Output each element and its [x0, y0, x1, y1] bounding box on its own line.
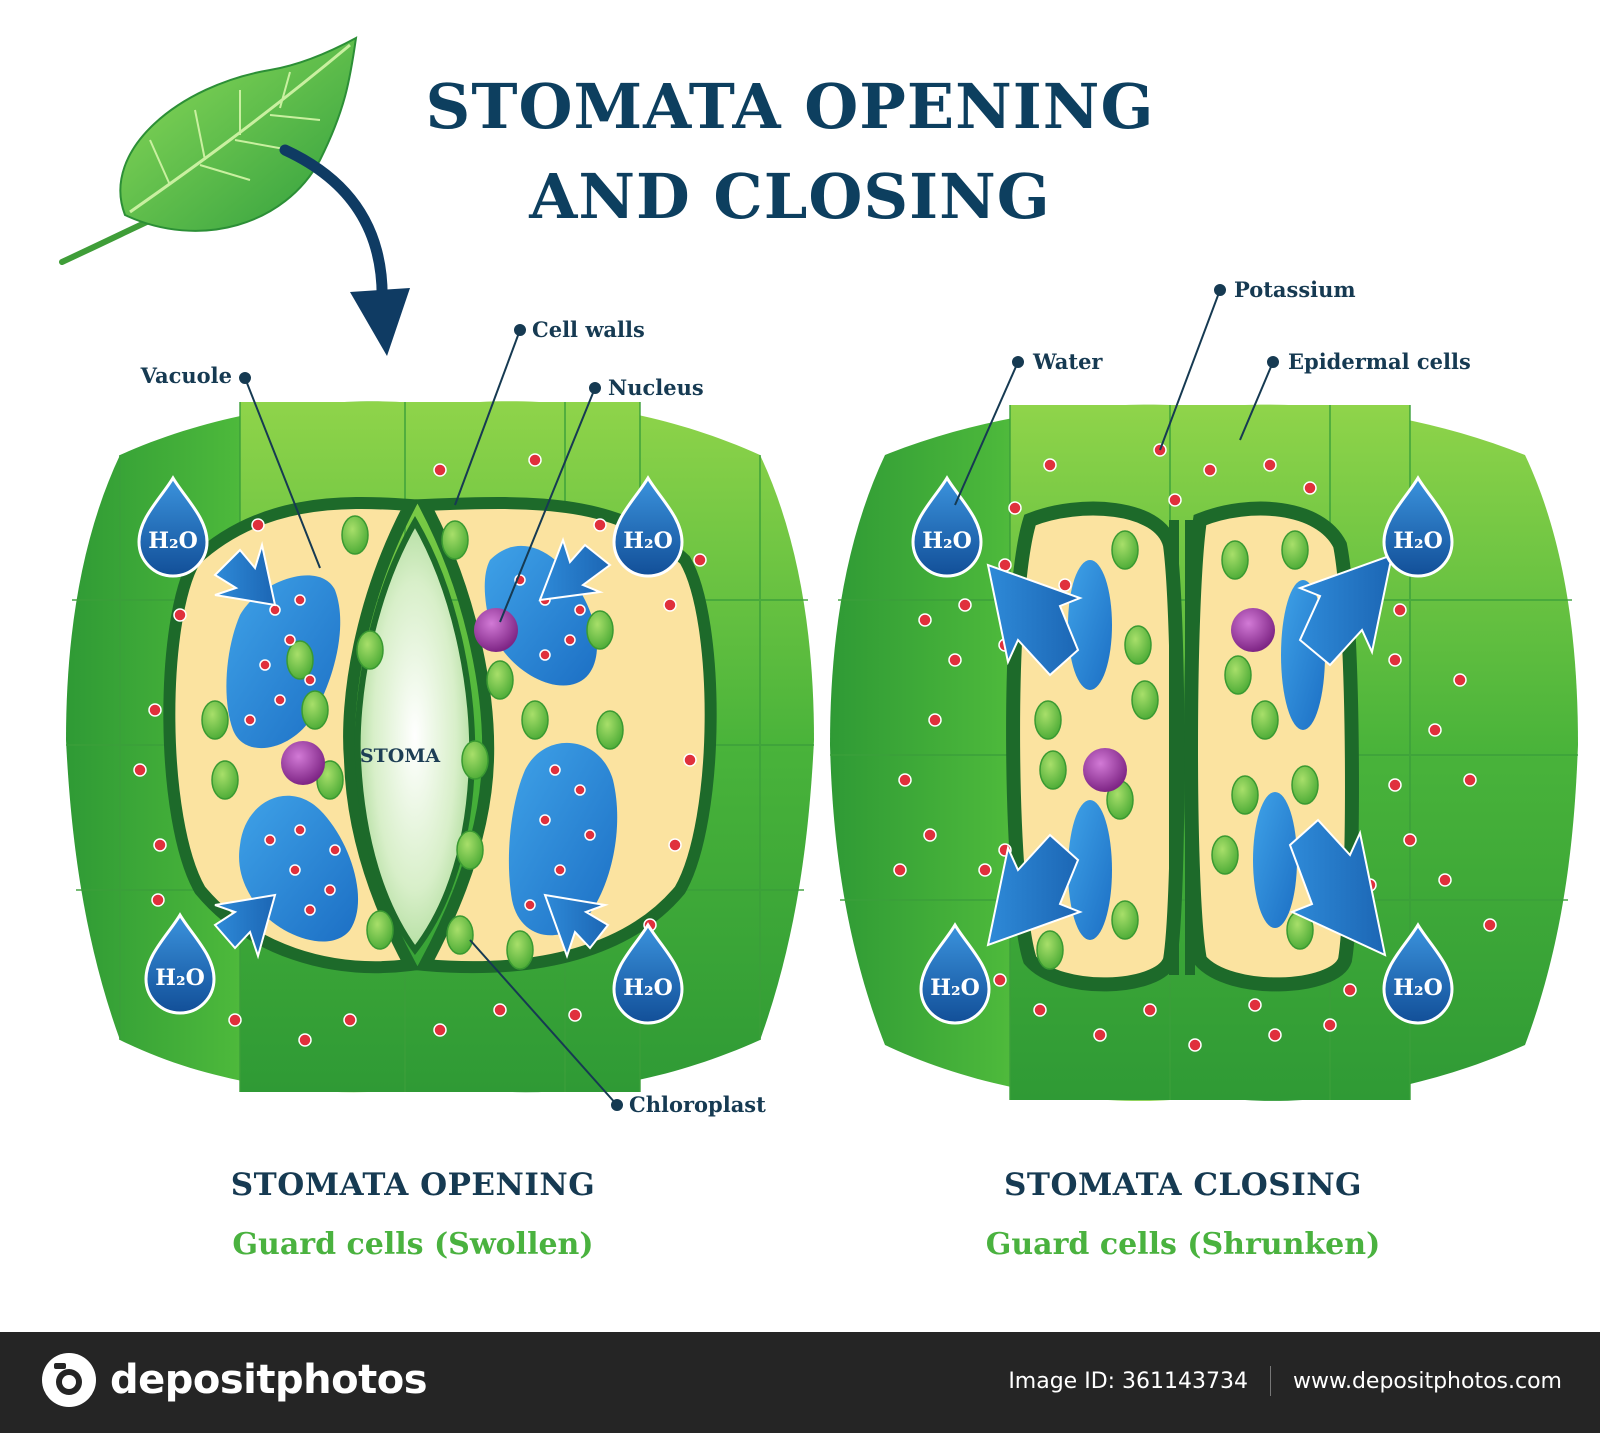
subcaption-opening: Guard cells (Swollen)	[232, 1227, 593, 1262]
callouts-left	[239, 324, 623, 1111]
watermark-footer: depositphotos Image ID: 361143734 www.de…	[0, 1332, 1600, 1433]
potassium-dots-left	[133, 453, 707, 1047]
water-inflow-arrows	[213, 536, 612, 960]
nucleus-right-guard	[474, 608, 518, 652]
camera-icon	[42, 1353, 96, 1407]
water-drop-icon: H₂O	[144, 913, 216, 1015]
title-line-2: AND CLOSING	[528, 160, 1050, 233]
footer-divider	[1270, 1366, 1272, 1396]
h2o-label: H₂O	[1393, 528, 1443, 554]
title-line-1: STOMATA OPENING	[426, 70, 1155, 143]
footer-info: Image ID: 361143734 www.depositphotos.co…	[1008, 1366, 1562, 1396]
stomata-opening-panel: H₂O H₂O H₂O H₂O STOMA	[66, 401, 814, 1093]
nucleus-right-panel-b	[1083, 748, 1127, 792]
brand-logo[interactable]: depositphotos	[40, 1350, 428, 1410]
label-chloroplast: Chloroplast	[629, 1092, 766, 1117]
h2o-label: H₂O	[155, 965, 205, 991]
image-id: Image ID: 361143734	[1008, 1368, 1249, 1394]
water-drop-icon: H₂O	[137, 476, 209, 578]
subcaption-closing: Guard cells (Shrunken)	[986, 1227, 1381, 1262]
water-drop-icon: H₂O	[919, 923, 991, 1025]
vacuoles-right	[1068, 560, 1325, 940]
stoma-pore	[354, 515, 476, 955]
water-drop-icon: H₂O	[1382, 923, 1454, 1025]
stoma-label: STOMA	[360, 745, 440, 767]
water-drop-icon: H₂O	[911, 476, 983, 578]
website-link[interactable]: www.depositphotos.com	[1293, 1368, 1562, 1394]
caption-opening: STOMATA OPENING	[231, 1167, 595, 1203]
caption-closing: STOMATA CLOSING	[1004, 1167, 1362, 1203]
h2o-label: H₂O	[922, 528, 972, 554]
nucleus-left-guard	[281, 741, 325, 785]
label-nucleus: Nucleus	[608, 375, 704, 400]
h2o-label: H₂O	[148, 528, 198, 554]
label-water: Water	[1032, 349, 1103, 374]
label-cell-walls: Cell walls	[532, 317, 645, 342]
h2o-label: H₂O	[930, 975, 980, 1001]
label-epidermal-cells: Epidermal cells	[1288, 349, 1471, 374]
h2o-label: H₂O	[1393, 975, 1443, 1001]
brand-name: depositphotos	[110, 1357, 428, 1403]
h2o-label: H₂O	[623, 975, 673, 1001]
water-drop-icon: H₂O	[1382, 476, 1454, 578]
label-potassium: Potassium	[1234, 277, 1356, 302]
callouts-right	[954, 284, 1279, 506]
arrow-icon	[279, 144, 410, 356]
label-vacuole: Vacuole	[140, 363, 232, 388]
nucleus-right-panel-a	[1231, 608, 1275, 652]
h2o-label: H₂O	[623, 528, 673, 554]
stomata-closing-panel: H₂O H₂O H₂O H₂O	[830, 404, 1578, 1101]
water-outflow-arrows	[986, 553, 1394, 957]
water-drop-icon: H₂O	[612, 476, 684, 578]
leaf-icon	[59, 36, 358, 265]
water-drop-icon: H₂O	[612, 923, 684, 1025]
